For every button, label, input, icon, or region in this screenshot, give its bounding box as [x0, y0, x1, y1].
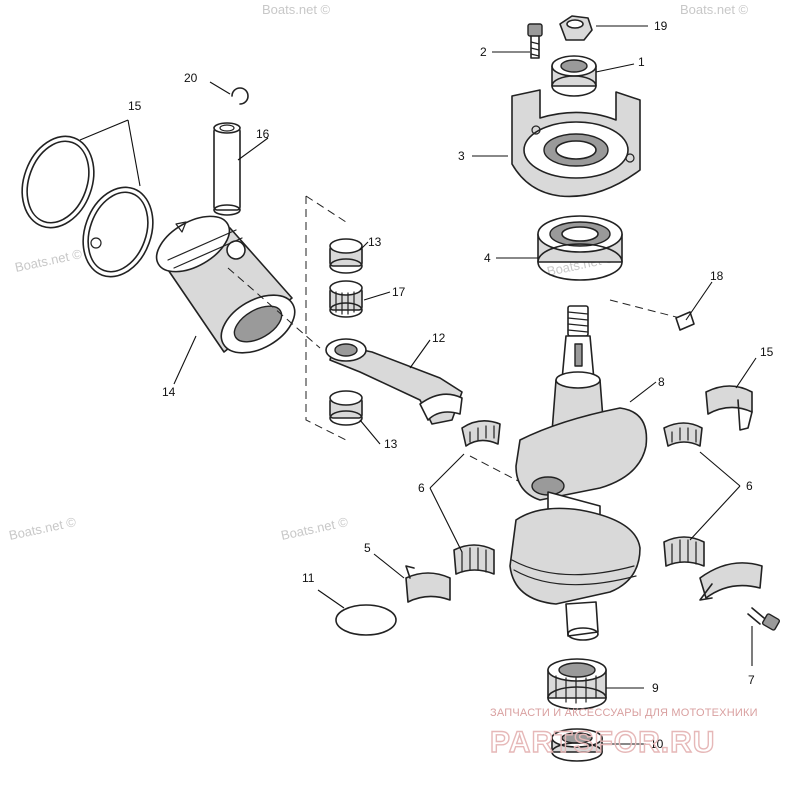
callout-20: 20	[184, 71, 198, 85]
callout-13: 13	[368, 235, 382, 249]
part-bearing-half-upper-right	[663, 422, 703, 447]
part-nut	[559, 15, 593, 41]
part-bearing-cap	[699, 562, 763, 601]
callout-4: 4	[484, 251, 491, 265]
part-o-ring	[335, 604, 397, 636]
callout-17: 17	[392, 285, 406, 299]
part-ball-bearing	[537, 215, 623, 281]
callout-11: 11	[302, 571, 315, 585]
watermark: Boats.net ©	[14, 246, 84, 275]
callout-6: 6	[746, 479, 753, 493]
part-bolt-small	[527, 23, 543, 59]
callout-9: 9	[652, 681, 659, 695]
callout-numbers: 15 20 16 13 17 12 13 14 2 19 1 3 4 18 8 …	[128, 19, 774, 751]
watermark: Boats.net ©	[8, 514, 78, 543]
part-bottom-seal	[551, 728, 603, 762]
watermark: Boats.net ©	[262, 2, 331, 17]
callout-16: 16	[256, 127, 270, 141]
part-thrust-washer-bottom	[329, 390, 363, 426]
part-woodruff-key	[675, 311, 695, 331]
part-thrust-washer-top	[329, 238, 363, 274]
guide-line	[227, 267, 321, 349]
leader-lines	[79, 25, 757, 745]
callout-19: 19	[654, 19, 668, 33]
part-oil-seal	[551, 55, 597, 97]
part-bearing-race	[705, 385, 753, 431]
part-piston	[155, 215, 296, 354]
brand-logo: PARTSFOR.RU	[490, 726, 715, 759]
watermark: Boats.net ©	[280, 514, 350, 543]
callout-3: 3	[458, 149, 465, 163]
guide-line	[469, 455, 579, 513]
callout-18: 18	[710, 269, 724, 283]
part-end-cap	[511, 89, 641, 198]
guide-line	[609, 299, 681, 319]
part-piston-pin	[213, 122, 241, 216]
part-piston-rings	[21, 135, 154, 278]
guide-line	[305, 195, 347, 223]
part-bearing-half-lower-left	[453, 544, 495, 575]
callout-5: 5	[364, 541, 371, 555]
callout-1: 1	[638, 55, 645, 69]
callout-8: 8	[658, 375, 665, 389]
brand-tagline: ЗАПЧАСТИ И АКСЕССУАРЫ ДЛЯ МОТОТЕХНИКИ	[490, 707, 758, 719]
callout-13: 13	[384, 437, 398, 451]
part-race-half	[405, 565, 451, 603]
callout-15: 15	[760, 345, 774, 359]
callout-2: 2	[480, 45, 487, 59]
guide-line	[305, 196, 347, 441]
part-circlip	[231, 87, 249, 105]
part-crankshaft	[509, 305, 648, 641]
part-connecting-rod	[325, 338, 463, 425]
watermark: Boats.net ©	[680, 2, 749, 17]
callout-14: 14	[162, 385, 176, 399]
callout-15: 15	[128, 99, 142, 113]
part-needle-bearing	[329, 280, 363, 318]
part-roller-bearing	[547, 658, 607, 710]
part-bearing-half-lower-right	[663, 536, 705, 567]
callout-7: 7	[748, 673, 755, 687]
callout-10: 10	[650, 737, 664, 751]
callout-6: 6	[418, 481, 425, 495]
part-cap-screw	[747, 607, 781, 631]
part-bearing-half-upper-left	[461, 420, 501, 447]
callout-12: 12	[432, 331, 446, 345]
